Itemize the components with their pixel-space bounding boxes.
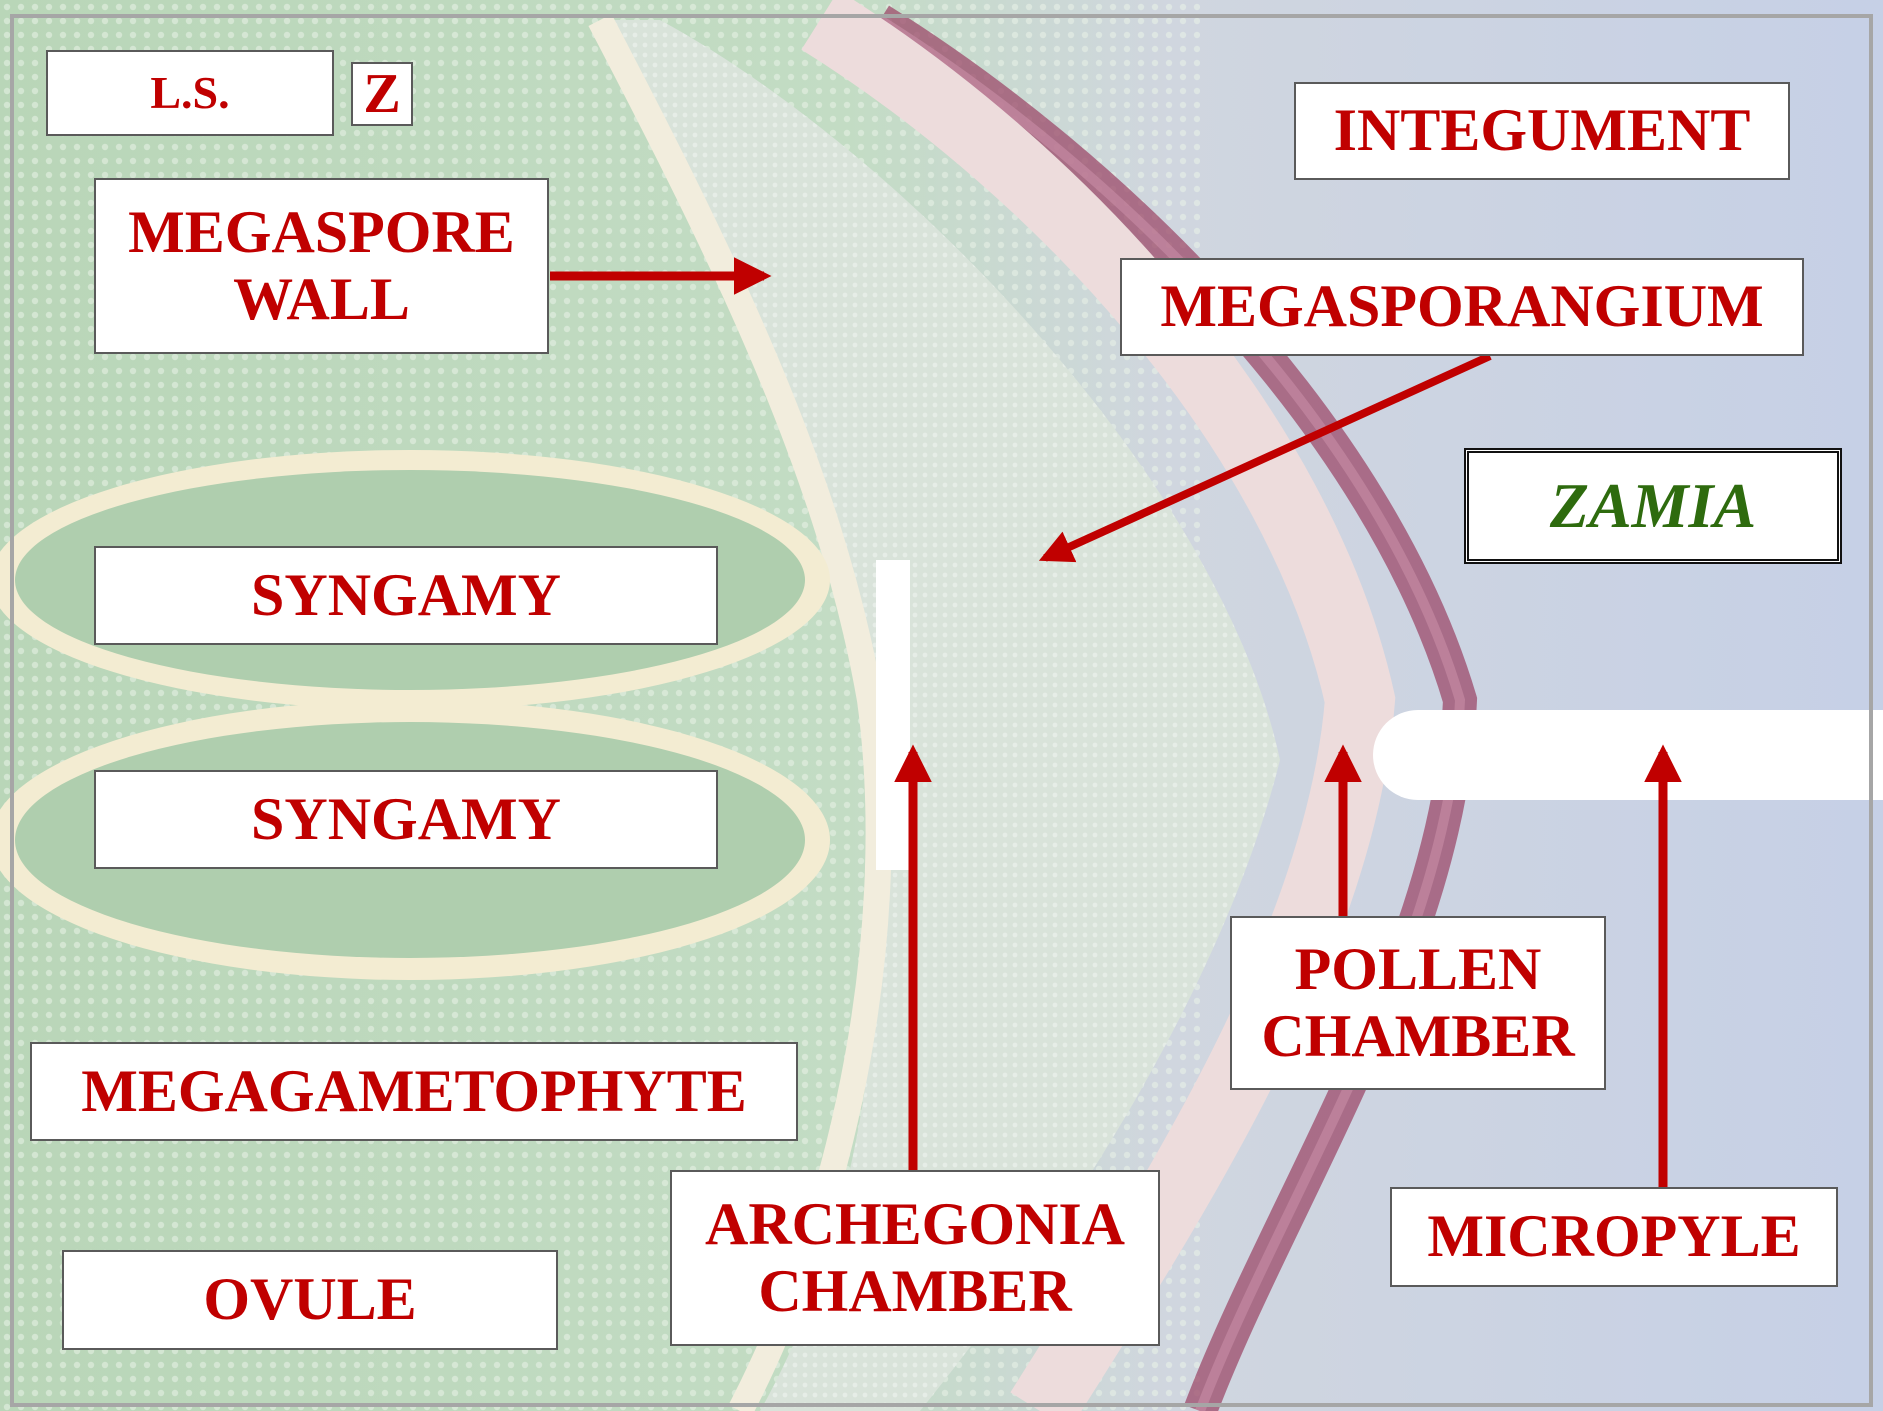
arrow-megasporangium (1038, 352, 1492, 563)
megaspore-wall-label: MEGASPORE WALL (94, 178, 549, 354)
archegonia-chamber-label: ARCHEGONIA CHAMBER (670, 1170, 1160, 1346)
micropyle-opening (1373, 710, 1883, 800)
genus-label: ZAMIA (1464, 448, 1842, 564)
syngamy-top-label: SYNGAMY (94, 546, 718, 645)
ls-label: L.S. (46, 50, 334, 136)
megagametophyte-label: MEGAGAMETOPHYTE (30, 1042, 798, 1141)
integument-band-inner (877, 15, 1466, 1411)
syngamy-bottom-label: SYNGAMY (94, 770, 718, 869)
micropyle-label: MICROPYLE (1390, 1187, 1838, 1287)
megasporangium-band (801, 0, 1396, 1411)
archegonia-chamber-gap (876, 560, 910, 870)
integument-label: INTEGUMENT (1294, 82, 1790, 180)
ovule-label: OVULE (62, 1250, 558, 1350)
z-label: Z (351, 62, 413, 126)
megasporangium-label: MEGASPORANGIUM (1120, 258, 1804, 356)
image-frame (10, 14, 1873, 1407)
pollen-chamber-label: POLLEN CHAMBER (1230, 916, 1606, 1090)
